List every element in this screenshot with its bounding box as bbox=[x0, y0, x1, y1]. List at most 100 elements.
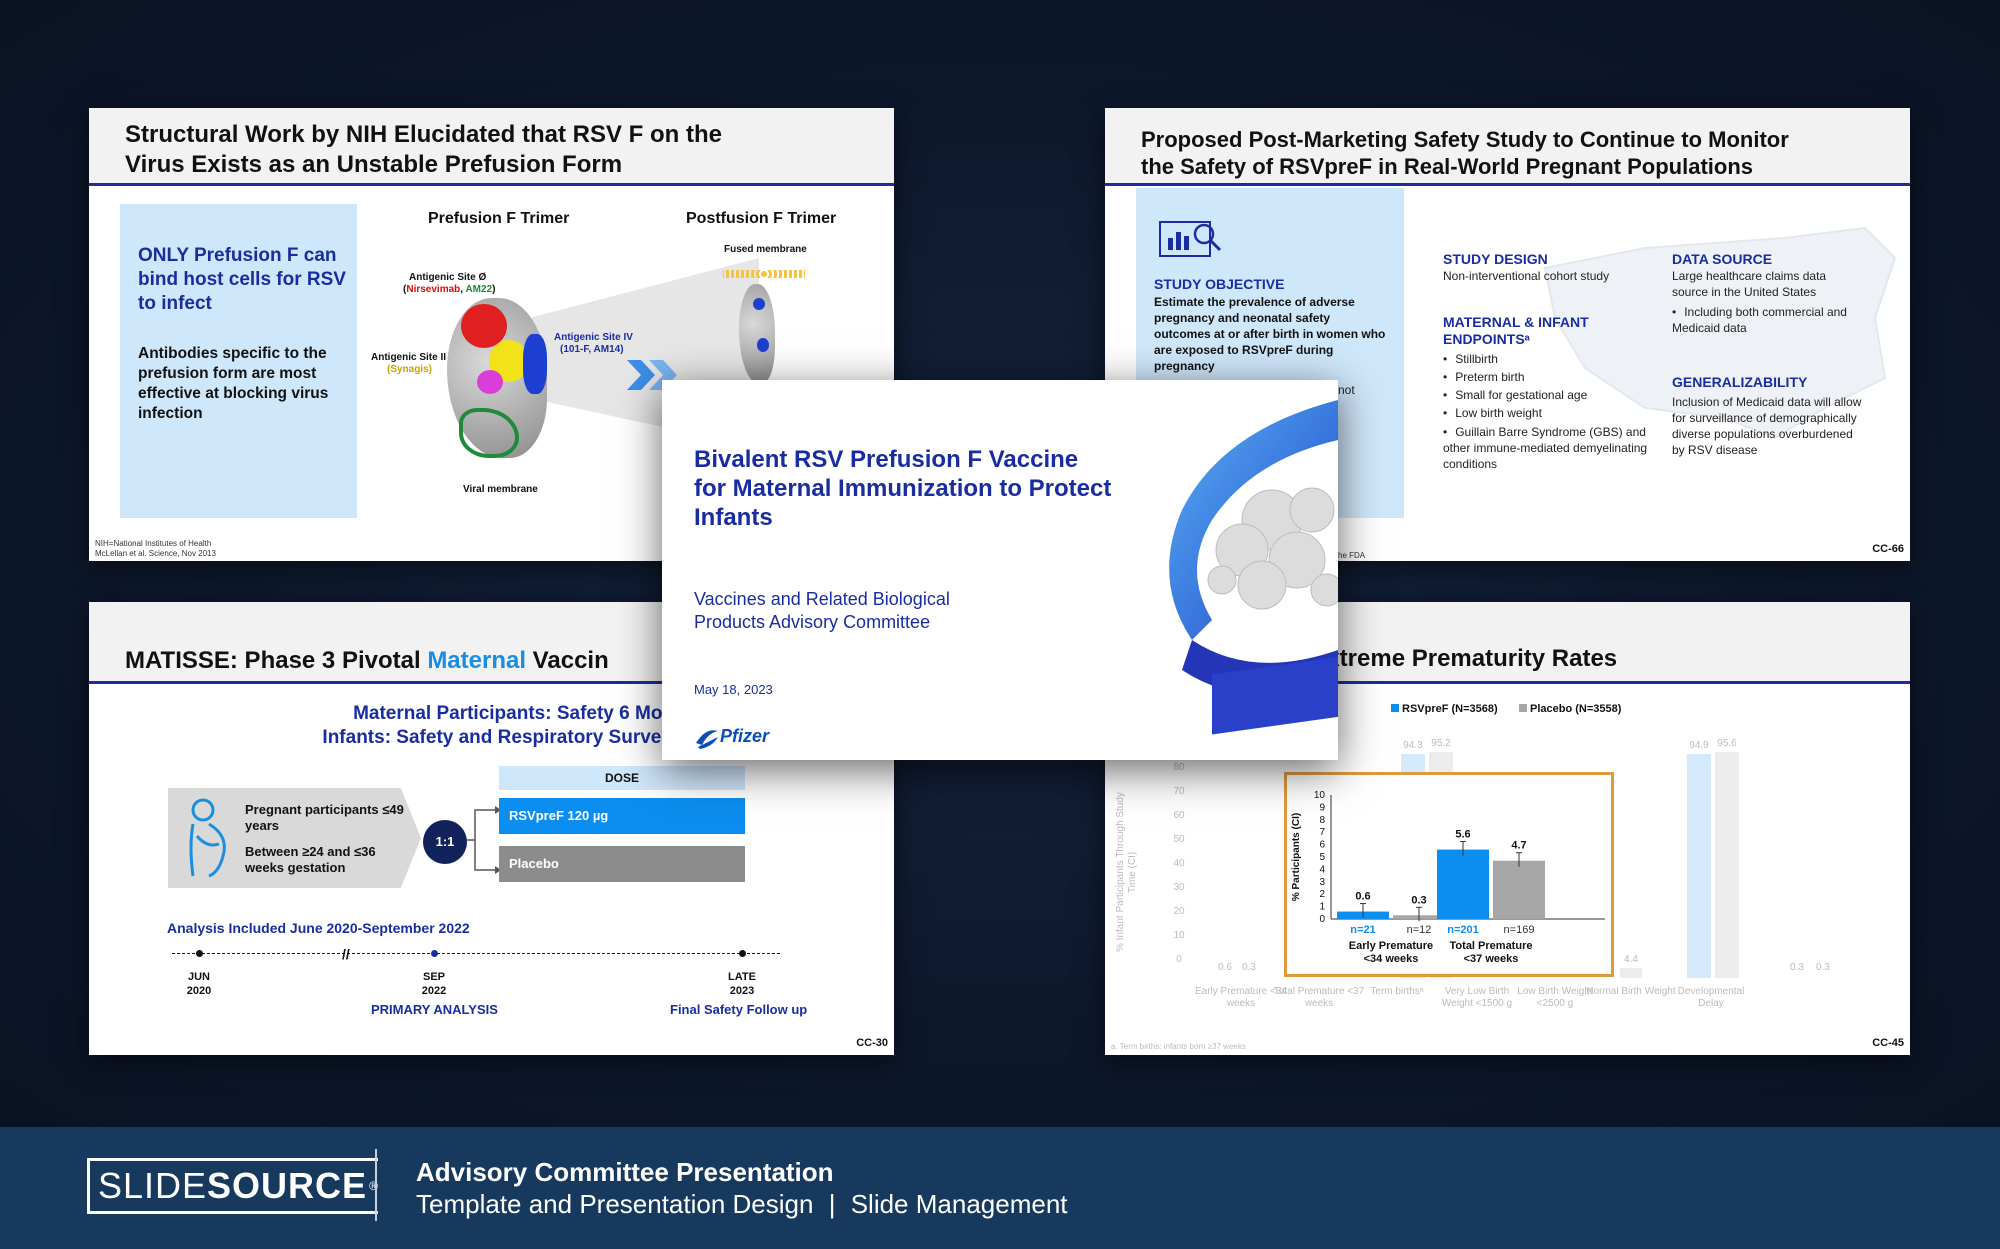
bg-value: 0.6 bbox=[1218, 962, 1232, 973]
outer-tick-label: 80 bbox=[1173, 762, 1185, 773]
n-label: n=21 bbox=[1350, 924, 1375, 936]
slide-number: CC-30 bbox=[856, 1037, 888, 1049]
category-label: Early Premature bbox=[1349, 940, 1433, 952]
prefusion-label: Prefusion F Trimer bbox=[428, 210, 570, 227]
timeline-heading: Analysis Included June 2020-September 20… bbox=[167, 920, 470, 936]
pregnant-woman-icon bbox=[189, 798, 226, 878]
y-tick-label: 3 bbox=[1319, 877, 1325, 888]
timeline-year: 2020 bbox=[186, 985, 212, 997]
design-text: Non-interventional cohort study bbox=[1443, 269, 1610, 283]
bg-bar-normal-placebo bbox=[1715, 752, 1739, 978]
arm-vaccine: RSVpreF 120 µg bbox=[499, 798, 745, 834]
outer-tick-label: 30 bbox=[1173, 882, 1185, 893]
n-label: n=169 bbox=[1504, 924, 1535, 936]
logo-word-slide: SLIDE bbox=[98, 1165, 208, 1206]
timeline-line bbox=[172, 953, 780, 954]
objective-heading: STUDY OBJECTIVE bbox=[1154, 276, 1285, 292]
list-item: Stillbirth bbox=[1443, 350, 1653, 368]
legend-swatch bbox=[1519, 704, 1527, 712]
bg-value: 94.9 bbox=[1689, 740, 1709, 751]
source-bullets: Including both commercial and Medicaid d… bbox=[1672, 304, 1862, 336]
viral-membrane-label: Viral membrane bbox=[463, 484, 538, 495]
title-line: Structural Work by NIH Elucidated that R… bbox=[125, 121, 722, 148]
outer-tick-label: 0 bbox=[1176, 954, 1182, 965]
footnote: a. Term births: infants born ≥37 weeks bbox=[1111, 1042, 1246, 1051]
dose-header: DOSE bbox=[499, 766, 745, 790]
green-strand bbox=[459, 408, 519, 458]
box-heading: ONLY Prefusion F can bind host cells for… bbox=[138, 245, 346, 314]
title-fragment: d Extreme Prematurity Rates bbox=[1289, 645, 1618, 672]
legend-placebo: Placebo (N=3558) bbox=[1519, 703, 1621, 715]
generalizability-text: Inclusion of Medicaid data will allow fo… bbox=[1672, 395, 1862, 457]
title-line: Virus Exists as an Unstable Prefusion Fo… bbox=[125, 151, 623, 178]
service-slide-management[interactable]: Slide Management bbox=[850, 1189, 1068, 1219]
vaccine-ribbon-illustration bbox=[1169, 400, 1338, 735]
outer-category-label: Very Low Birth Weight <1500 g bbox=[1441, 986, 1513, 1009]
source-text: Large healthcare claims data source in t… bbox=[1672, 269, 1827, 299]
source-heading: DATA SOURCE bbox=[1672, 251, 1773, 267]
registered-mark: ® bbox=[369, 1179, 378, 1193]
slide-structural-work[interactable]: Structural Work by NIH Elucidated that R… bbox=[89, 108, 894, 561]
slide-matisse[interactable]: MATISSE: Phase 3 Pivotal Maternal Vaccin… bbox=[89, 602, 894, 1055]
box-body: Antibodies specific to the prefusion for… bbox=[138, 345, 329, 422]
y-tick-label: 9 bbox=[1319, 802, 1325, 813]
y-tick-label: 0 bbox=[1319, 914, 1325, 925]
objective-tail: not bbox=[1338, 383, 1355, 397]
title-text: Vaccin bbox=[526, 647, 609, 674]
y-axis-label: % Participants (CI) bbox=[1291, 813, 1302, 901]
category-label: <37 weeks bbox=[1464, 953, 1519, 965]
y-tick-label: 1 bbox=[1319, 902, 1325, 913]
site-zero-region bbox=[461, 304, 507, 348]
footnote: NIH=National Institutes of Health bbox=[95, 539, 212, 548]
y-tick-label: 2 bbox=[1319, 889, 1325, 900]
list-item: Small for gestational age bbox=[1443, 386, 1653, 404]
endpoints-list: Stillbirth Preterm birth Small for gesta… bbox=[1443, 350, 1653, 472]
bg-bar-normal-vaccine bbox=[1687, 754, 1711, 978]
n-label: n=12 bbox=[1407, 924, 1432, 936]
legend-text: RSVpreF (N=3568) bbox=[1402, 703, 1498, 715]
n-label: n=201 bbox=[1447, 924, 1479, 936]
slide-title: Proposed Post-Marketing Safety Study to … bbox=[1141, 126, 1789, 180]
postfusion-blue-region bbox=[757, 338, 769, 352]
legend-text: Placebo (N=3558) bbox=[1530, 703, 1622, 715]
slide-number: CC-66 bbox=[1872, 543, 1904, 555]
outer-tick-label: 40 bbox=[1173, 858, 1185, 869]
slide-title: s: d Extreme Prematurity Rates bbox=[1289, 614, 1617, 674]
bg-value: 94.3 bbox=[1403, 740, 1423, 751]
participants-age: Pregnant participants ≤49 years bbox=[245, 802, 404, 833]
magenta-region bbox=[477, 370, 503, 394]
bar bbox=[1493, 860, 1545, 919]
outer-tick-label: 20 bbox=[1173, 906, 1185, 917]
footnote: McLellan et al. Science, Nov 2013 bbox=[95, 549, 216, 558]
objective-text: Estimate the prevalence of adverse pregn… bbox=[1154, 295, 1386, 373]
logo-word-source: SOURCE bbox=[207, 1165, 368, 1206]
title-slide-subtitle: Vaccines and Related Biological Products… bbox=[694, 589, 950, 632]
outer-category-label: Low Birth Weight <2500 g bbox=[1517, 986, 1593, 1009]
outer-category-label: Early Premature <34 weeks bbox=[1195, 986, 1287, 1009]
service-template-design[interactable]: Template and Presentation Design bbox=[416, 1189, 814, 1219]
final-followup-label: Final Safety Follow up bbox=[670, 1002, 808, 1017]
bg-value: 4.4 bbox=[1624, 954, 1638, 965]
title-text: MATISSE: Phase 3 Pivotal bbox=[125, 647, 428, 674]
legend-vaccine: RSVpreF (N=3568) bbox=[1391, 703, 1498, 715]
title-accent: Maternal bbox=[427, 647, 527, 674]
subtitle-infants: Infants: Safety and Respiratory Surveill… bbox=[322, 727, 749, 748]
postfusion-blue-region bbox=[753, 298, 765, 310]
footer-divider bbox=[375, 1149, 377, 1221]
title-fragment: s: bbox=[1289, 614, 1617, 644]
antibody-am22: AM22 bbox=[465, 284, 493, 295]
site-zero-label: Antigenic Site Ø bbox=[409, 272, 487, 283]
slide-number: CC-45 bbox=[1872, 1037, 1904, 1049]
bg-value: 95.6 bbox=[1717, 738, 1737, 749]
slide-title: MATISSE: Phase 3 Pivotal Maternal Vaccin bbox=[125, 646, 609, 676]
title-slide[interactable]: Bivalent RSV Prefusion F Vaccine for Mat… bbox=[662, 380, 1338, 760]
timeline-year: 2023 bbox=[729, 985, 755, 997]
design-heading: STUDY DESIGN bbox=[1443, 251, 1548, 267]
arm-placebo: Placebo bbox=[499, 846, 745, 882]
list-item: Preterm birth bbox=[1443, 368, 1653, 386]
